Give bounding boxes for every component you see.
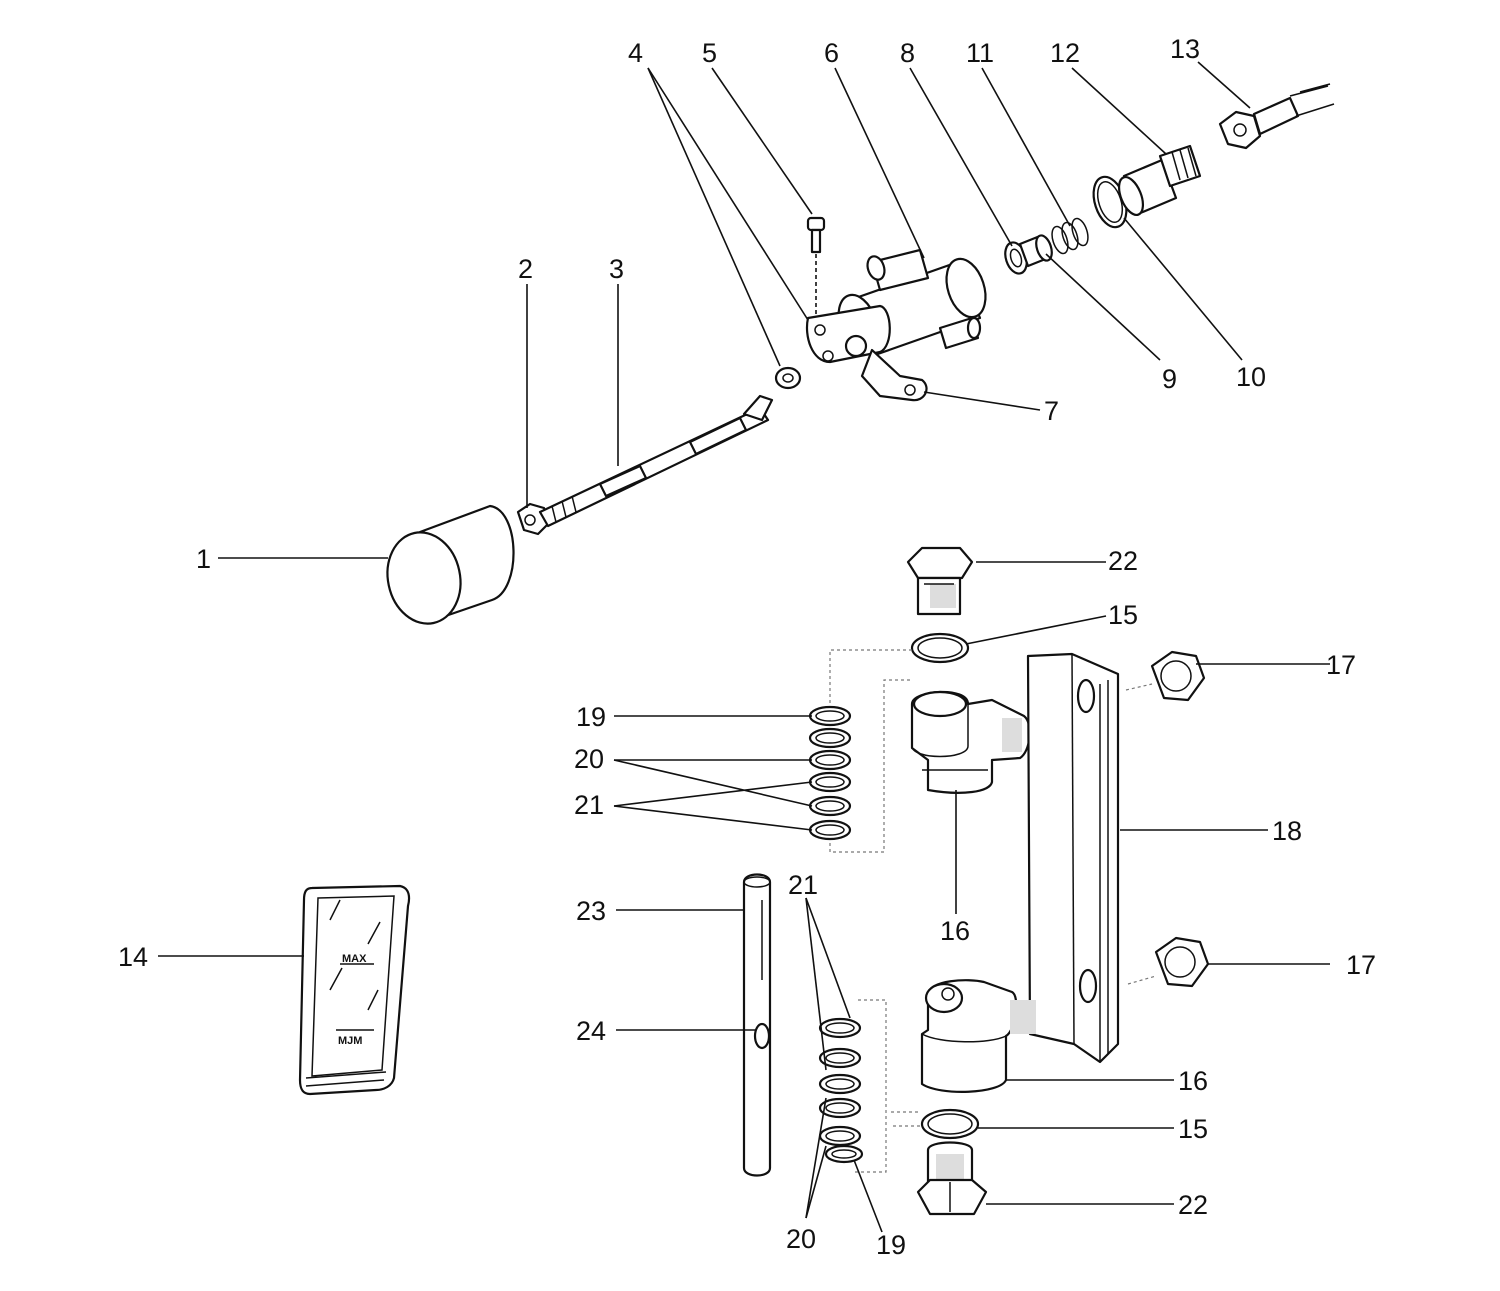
label-6: 6 (824, 38, 839, 68)
label-16-bottom: 16 (1178, 1066, 1208, 1096)
label-22-bottom: 22 (1178, 1190, 1208, 1220)
label-9: 9 (1162, 364, 1177, 394)
label-17-top: 17 (1326, 650, 1356, 680)
part-17-nut-top (1125, 650, 1206, 702)
part-14-instruction-card: MAX MJM (298, 884, 411, 1096)
washer-stack-lower (818, 999, 920, 1173)
label-2: 2 (518, 254, 533, 284)
part-13-hose-connector (1218, 83, 1335, 150)
part-3-spindle (538, 394, 774, 528)
part-22-plug-bottom (916, 1141, 988, 1216)
label-7: 7 (1044, 396, 1059, 426)
label-12: 12 (1050, 38, 1080, 68)
part-labels: 1 2 3 4 5 6 8 11 12 13 9 10 7 14 22 15 1… (118, 34, 1376, 1260)
label-21-lower: 21 (788, 870, 818, 900)
part-9-washer (1018, 234, 1053, 268)
manual-text-top: MAX (342, 953, 367, 965)
part-6-valve-body (805, 248, 987, 364)
label-23: 23 (576, 896, 606, 926)
part-15-gasket-bottom (920, 1108, 980, 1140)
part-17-nut-bottom (1127, 936, 1210, 988)
part-5-screw (806, 216, 826, 318)
part-11-spring (1051, 217, 1089, 255)
label-15-top: 15 (1108, 600, 1138, 630)
label-10: 10 (1236, 362, 1266, 392)
part-7-bracket (860, 348, 928, 402)
leader-lines (158, 61, 1330, 1233)
washer-stack-upper (808, 649, 912, 853)
part-16-hinge-bottom (920, 979, 1036, 1093)
part-4-washer (774, 366, 802, 390)
label-20-upper: 20 (574, 744, 604, 774)
label-4: 4 (628, 38, 643, 68)
label-24: 24 (576, 1016, 606, 1046)
part-16-hinge-top (910, 690, 1031, 794)
label-14: 14 (118, 942, 148, 972)
label-13: 13 (1170, 34, 1200, 64)
label-16-top: 16 (940, 916, 970, 946)
label-19-upper: 19 (576, 702, 606, 732)
label-19-lower: 19 (876, 1230, 906, 1260)
part-12-union-fitting (1117, 144, 1202, 217)
label-5: 5 (702, 38, 717, 68)
part-22-plug-top (906, 546, 974, 616)
label-8: 8 (900, 38, 915, 68)
label-21-upper: 21 (574, 790, 604, 820)
label-15-bottom: 15 (1178, 1114, 1208, 1144)
part-18-rail (1026, 652, 1120, 1064)
part-1-knob (386, 504, 515, 625)
label-18: 18 (1272, 816, 1302, 846)
label-3: 3 (609, 254, 624, 284)
manual-text-bottom: MJM (338, 1035, 362, 1047)
label-22-top: 22 (1108, 546, 1138, 576)
label-17-bottom: 17 (1346, 950, 1376, 980)
part-23-shaft (742, 873, 772, 1177)
label-20-lower: 20 (786, 1224, 816, 1254)
part-24-shaft-hole (753, 1022, 771, 1050)
label-1: 1 (196, 544, 211, 574)
part-15-gasket-top (910, 632, 970, 664)
label-11: 11 (966, 38, 994, 68)
